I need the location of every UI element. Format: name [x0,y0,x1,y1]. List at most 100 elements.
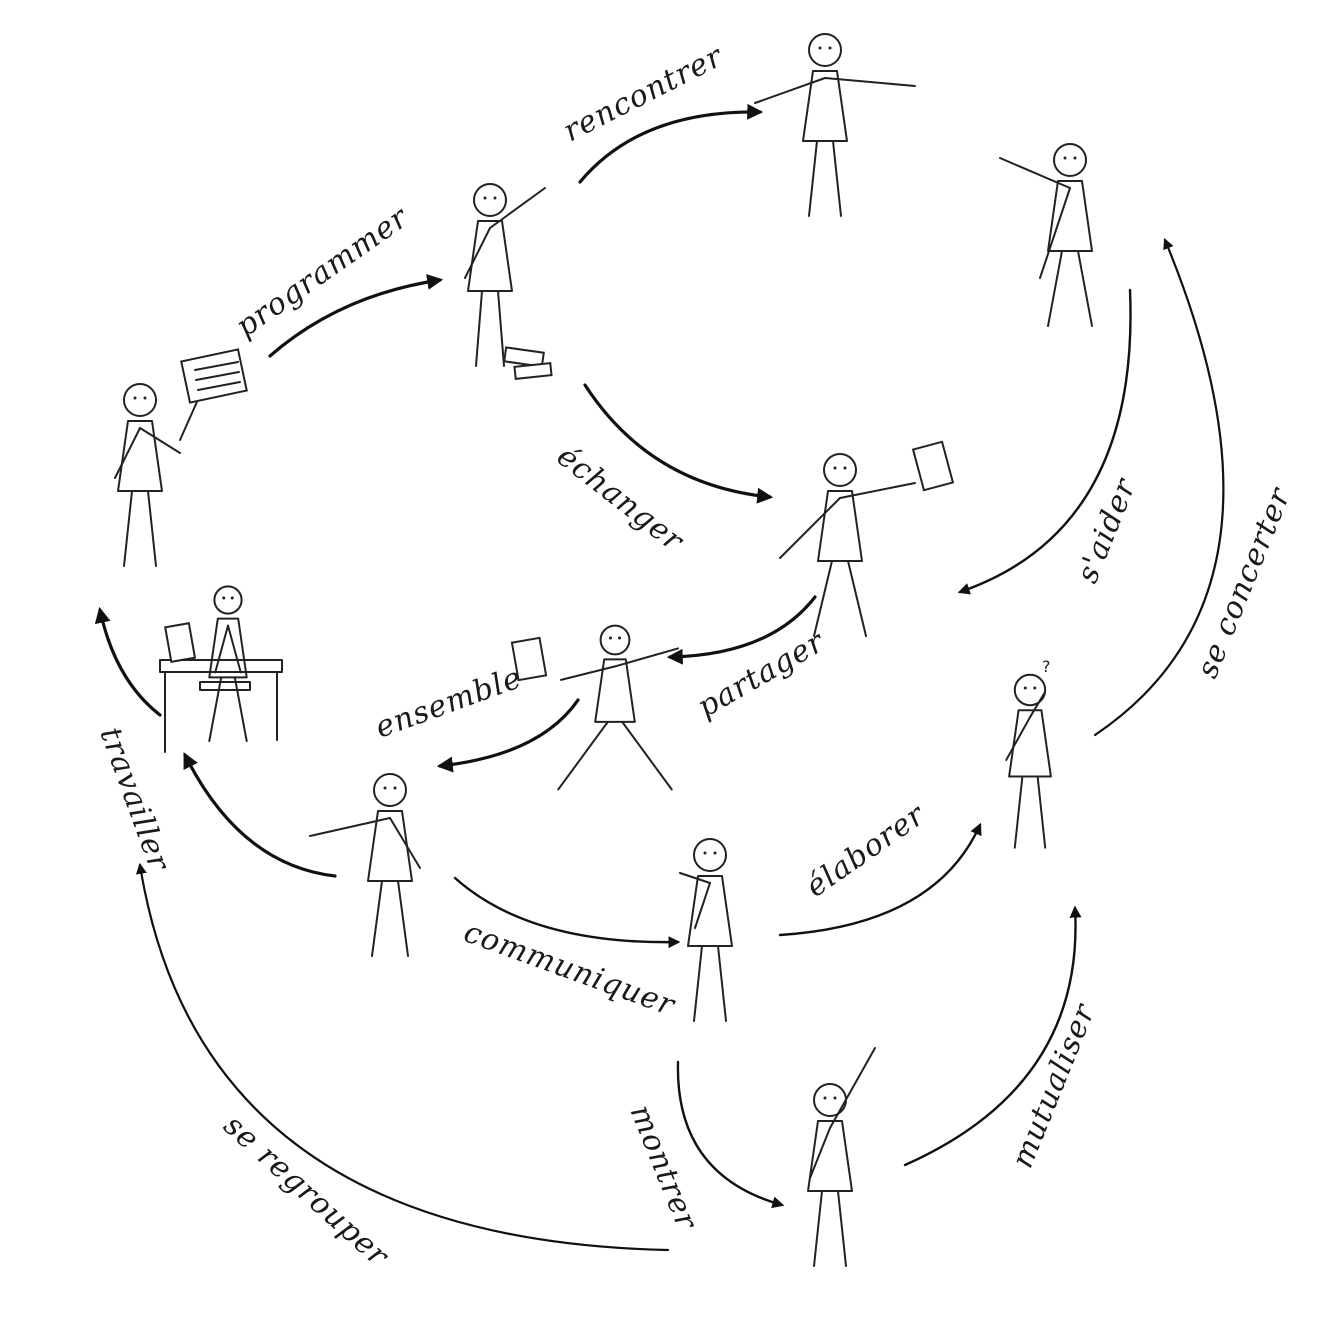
figure-drinking-head [693,838,727,872]
label-montrer: montrer [623,1100,705,1235]
arrow-se-regrouper [135,862,670,1252]
figure-drinking-right-leg [717,945,727,1022]
figure-planner-right-leg [147,490,157,567]
figure-pointing [807,1047,876,1267]
figure-singer-left-eye [383,786,387,790]
papers-icon [503,346,553,380]
figure-waving-left-arm [464,227,491,279]
figure-planner-right-arm [139,427,181,454]
figure-at-desk-right-arm [227,624,242,674]
figure-thinking-right-eye [1033,686,1037,690]
figure-at-desk-right-eye [230,596,234,600]
planning-board-icon [179,348,248,441]
arrow-mutualiser [903,905,1082,1167]
figure-thinking-head [1013,673,1047,707]
figure-pointing-left-arm [809,1127,831,1179]
figure-sharing [779,453,916,637]
figure-drinking-right-arm [694,882,711,929]
figure-planner-body [117,420,163,492]
figure-planner-left-arm [114,427,141,479]
figure-singer-left-leg [371,880,383,957]
question-mark-icon: ? [1042,657,1051,676]
figure-stretching-left-eye [1063,156,1067,160]
figure-at-desk [208,585,248,743]
figure-star-jump-head [599,624,631,656]
figure-waving-right-arm [489,187,546,229]
figure-arms-out-top-right-leg [832,140,842,217]
label-programmer: programmer [230,200,416,345]
figure-drinking [679,838,733,1022]
figure-drinking-right-eye [713,851,717,855]
label-ensemble: ensemble [371,660,527,745]
figure-sharing-left-eye [833,466,837,470]
figure-stretching-body [1047,180,1093,252]
arrow-communiquer [453,876,681,949]
figure-drinking-left-arm [679,872,711,884]
figure-stretching-left-arm [999,157,1071,189]
figure-arms-out-top-left-leg [808,140,818,217]
figure-star-jump-left-eye [609,636,612,640]
arrow-travailler [183,752,337,878]
arrow-echanger [583,383,774,504]
arrow-partager [666,595,817,665]
desk-computer-icon [159,622,283,753]
figure-planner-left-eye [133,396,137,400]
figure-planner-left-leg [123,490,133,567]
figure-drinking-body [687,875,733,947]
figure-star-jump-body [594,658,636,723]
figure-arms-out-top-head [808,33,842,67]
figure-at-desk-left-leg [208,676,223,743]
figure-arms-out-top [754,33,916,217]
figure-at-desk-left-eye [222,596,226,600]
figure-pointing-body [807,1120,853,1192]
figure-star-jump-right-eye [618,636,621,640]
label-se-concerter: se concerter [1190,482,1298,683]
figure-arms-out-top-left-arm [754,77,826,104]
figure-waving-right-leg [497,290,505,367]
figure-star-jump-right-arm [614,647,679,668]
figure-arms-out-top-right-arm [824,77,916,87]
figure-stretching-left-leg [1047,250,1063,327]
figure-planner [114,383,181,567]
figure-arms-out-top-body [802,70,848,142]
figure-planner-head [123,383,157,417]
figure-waving [464,183,546,367]
figure-singer [309,773,421,957]
figure-stretching-right-eye [1073,156,1077,160]
label-s-aider: s'aider [1070,473,1144,588]
figure-drinking-left-eye [703,851,707,855]
arrow-s-aider [957,288,1132,595]
figure-at-desk-left-arm [214,624,229,674]
figure-waving-left-leg [475,290,483,367]
figure-sharing-left-leg [813,560,833,637]
figure-pointing-right-leg [837,1190,847,1267]
figure-star-jump [557,624,679,791]
figure-pointing-left-leg [813,1190,823,1267]
figure-singer-right-arm [389,817,421,869]
figure-thinking-right-leg [1036,775,1047,849]
figure-sharing-right-arm [839,482,916,499]
figure-star-jump-left-arm [560,665,616,681]
figure-singer-right-leg [397,880,409,957]
figure-singer-right-eye [393,786,397,790]
figure-pointing-right-eye [833,1096,837,1100]
figure-at-desk-head [213,585,243,615]
figure-pointing-head [813,1083,847,1117]
arrows [94,103,1225,1252]
figure-drinking-left-leg [693,945,703,1022]
figure-thinking-right-arm [1029,692,1046,719]
figure-sharing-right-eye [843,466,847,470]
figure-stretching-right-arm [1039,187,1071,279]
figure-waving-left-eye [483,196,487,200]
label-echanger: échanger [550,439,691,560]
figure-at-desk-right-leg [233,676,248,743]
figure-at-desk-body [208,617,248,679]
figure-stretching [999,143,1093,327]
document-icon [510,440,955,682]
figure-arms-out-top-left-eye [818,46,822,50]
figure-waving-right-eye [493,196,497,200]
arrow-rencontrer [578,103,764,184]
arrow-se-concerter [1093,237,1225,737]
figure-thinking-left-leg [1013,775,1024,849]
